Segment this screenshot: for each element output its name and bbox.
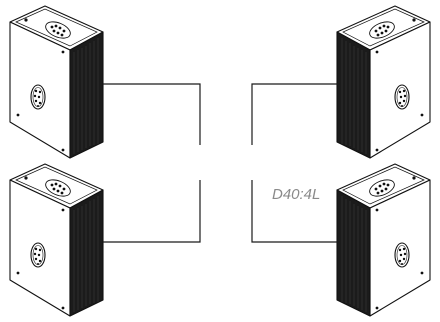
speaker-top-left <box>9 5 104 159</box>
speaker-top-right <box>337 6 430 158</box>
cable-left <box>103 83 201 243</box>
speaker-bottom-left <box>9 163 104 317</box>
amplifier-label: D40:4L <box>272 186 320 203</box>
cable-right <box>251 83 340 243</box>
speaker-bottom-right <box>337 164 430 316</box>
